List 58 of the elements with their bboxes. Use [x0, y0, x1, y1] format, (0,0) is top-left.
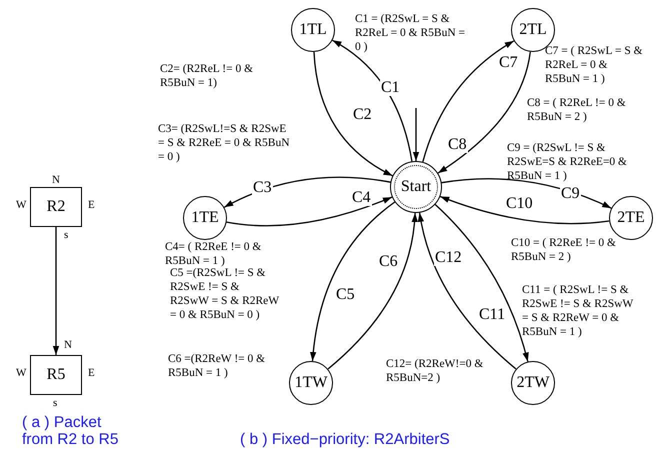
- edge-label: C1: [380, 80, 401, 96]
- condition-text: C11 = ( R2SwL != S & R2SwE != S & R2SwW = S & R2ReW = 0 & R5BuN = 1 ): [522, 283, 634, 339]
- transition-arrow: [434, 204, 529, 362]
- condition-text: C1 = (R2SwL = S & R2ReL = 0 & R5BuN = 0 ): [355, 12, 466, 54]
- condition-text: C3= (R2SwL!=S & R2SwE = S & R2ReE = 0 & R5BuN = 0 ): [158, 122, 290, 164]
- condition-text: C9 = (R2SwL != S & R2SwE=S & R2ReE=0 & R5BuN = 1 ): [507, 141, 628, 183]
- state-label: 2TL: [519, 21, 547, 39]
- port-label: E: [88, 367, 95, 379]
- port-label: N: [52, 174, 60, 186]
- port-label: E: [88, 199, 95, 211]
- transition-arrow: [52, 227, 60, 355]
- condition-text: C8 = ( R2ReL != 0 & R5BuN = 2 ): [527, 96, 627, 124]
- condition-text: C5 =(R2SwL != S & R2SwE != S & R2SwW = S & R2ReW = 0 & R5BuN = 0 ): [170, 266, 280, 322]
- state-circle: [609, 196, 653, 240]
- condition-text: C10 = ( R2ReE != 0 & R5BuN = 2 ): [511, 236, 617, 264]
- transition-arrow: [332, 40, 413, 162]
- edge-label: C3: [252, 180, 273, 196]
- transition-arrow: [438, 52, 531, 174]
- transition-arrow: [442, 178, 612, 209]
- transition-arrow: [328, 212, 418, 370]
- port-label: W: [16, 367, 26, 379]
- state-label: 1TE: [191, 209, 219, 227]
- condition-text: C12= (R2ReW!=0 & R5BuN=2 ): [386, 357, 484, 385]
- figure-caption: ( b ) Fixed−priority: R2ArbiterS: [240, 431, 451, 448]
- port-label: s: [64, 229, 68, 241]
- edge-label: C12: [434, 250, 463, 266]
- router-label: R2: [46, 198, 66, 216]
- transition-arrow: [412, 108, 420, 161]
- transition-arrow: [422, 40, 514, 162]
- condition-text: C6 =(R2ReW != 0 & R5BuN = 1 ): [168, 352, 266, 380]
- condition-text: C7 = ( R2SwL = S & R2ReL = 0 & R5BuN = 1 ): [545, 44, 644, 86]
- transition-arrow: [226, 196, 392, 226]
- edge-label: C4: [351, 190, 372, 206]
- state-label: 1TL: [299, 21, 327, 39]
- transition-arrow: [224, 176, 391, 208]
- state-circle: [289, 361, 333, 405]
- router-label: R5: [46, 366, 66, 384]
- port-label: s: [53, 397, 58, 409]
- router-box: [30, 355, 82, 395]
- condition-text: C4= ( R2ReE != 0 & R5BuN = 1 ): [165, 240, 262, 268]
- state-circle: [511, 361, 555, 405]
- state-circle: [291, 8, 335, 52]
- port-label: N: [64, 339, 72, 351]
- port-label: W: [16, 199, 26, 211]
- router-box: [30, 187, 82, 227]
- state-label: 2TW: [516, 374, 550, 392]
- transition-arrow: [310, 201, 396, 362]
- condition-text: C2= (R2ReL != 0 & R5BuN = 1): [160, 62, 254, 90]
- state-circle: [183, 196, 227, 240]
- start-state-circle: [390, 161, 442, 213]
- figure-caption: ( a ) Packet from R2 to R5: [22, 414, 120, 448]
- transition-arrow: [313, 52, 393, 176]
- edge-label: C8: [447, 137, 468, 153]
- transition-arrow: [418, 212, 516, 370]
- state-label: Start: [400, 178, 432, 196]
- state-label: 1TW: [294, 374, 328, 392]
- state-label: 2TE: [617, 209, 645, 227]
- transition-arrow: [440, 196, 610, 224]
